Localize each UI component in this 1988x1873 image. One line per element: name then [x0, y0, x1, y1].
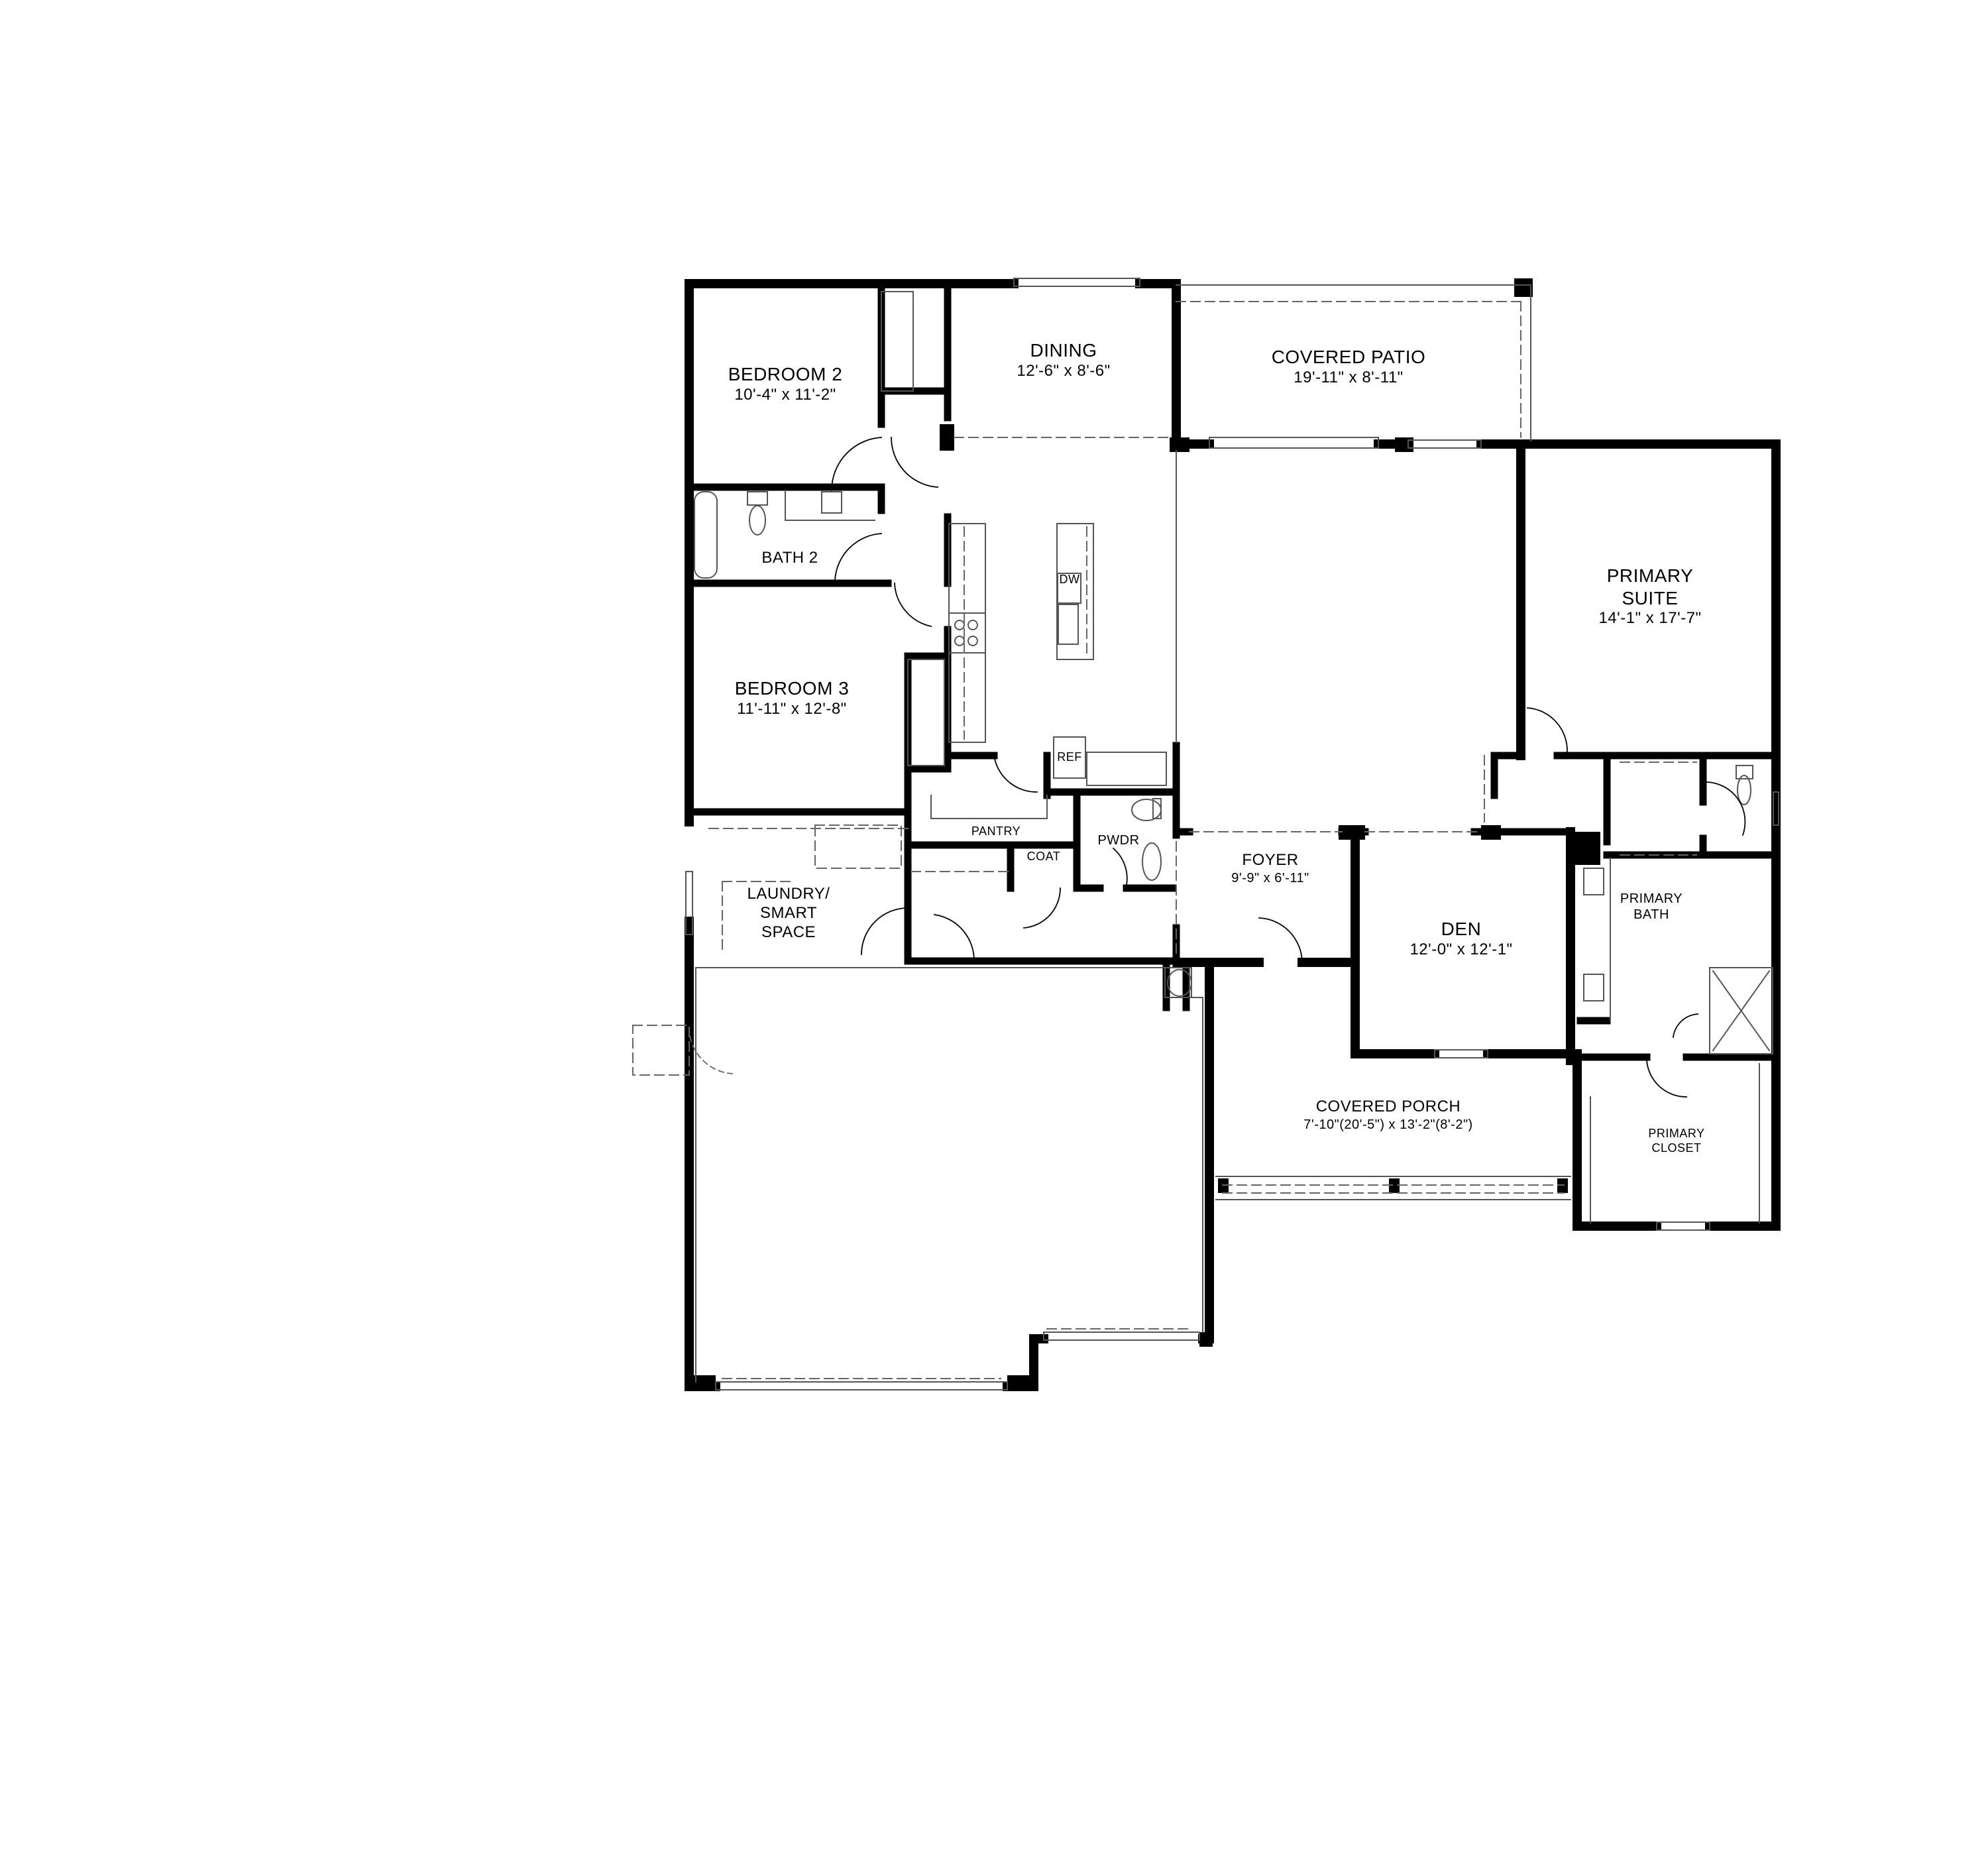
room-dims: 19'-11" x 8'-11": [1294, 368, 1404, 386]
room-name-line3: SPACE: [761, 923, 816, 941]
thin-lines: [685, 278, 1779, 1391]
room-name-line2: BATH: [1633, 907, 1669, 922]
room-dims: 10'-4" x 11'-2": [734, 385, 836, 404]
fixture-name: DW: [1059, 573, 1080, 586]
room-name-line1: PRIMARY: [1620, 891, 1683, 906]
door-swings: [689, 437, 1746, 1098]
room-name: DEN: [1441, 919, 1482, 939]
room-name: DINING: [1030, 340, 1097, 361]
room-label-primary-suite: PRIMARY SUITE 14'-1" x 17'-7": [1598, 565, 1701, 628]
room-name-line1: LAUNDRY/: [747, 885, 830, 903]
room-label-den: DEN 12'-0" x 12'-1": [1409, 918, 1512, 959]
room-label-bedroom2: BEDROOM 2 10'-4" x 11'-2": [728, 363, 843, 404]
room-dims: 7'-10"(20'-5") x 13'-2"(8'-2"): [1303, 1117, 1473, 1132]
room-name-line2: CLOSET: [1651, 1141, 1702, 1155]
room-name-line2: SMART: [759, 903, 818, 922]
room-name: BATH 2: [761, 549, 818, 567]
dashed-lines: [632, 301, 1697, 1379]
room-label-coat: COAT: [1027, 850, 1061, 864]
room-label-foyer: FOYER 9'-9" x 6'-11": [1231, 851, 1309, 886]
fixture-name: REF: [1057, 750, 1082, 764]
room-name: BEDROOM 2: [728, 364, 843, 384]
room-label-dining: DINING 12'-6" x 8'-6": [1017, 339, 1110, 380]
room-label-bedroom3: BEDROOM 3 11'-11" x 12'-8": [735, 677, 850, 718]
room-dims: 11'-11" x 12'-8": [737, 699, 847, 718]
room-label-covered-patio: COVERED PATIO 19'-11" x 8'-11": [1272, 346, 1426, 387]
room-label-primary-closet: PRIMARY CLOSET: [1648, 1127, 1704, 1155]
room-name: COAT: [1026, 850, 1061, 863]
interior-walls: [685, 280, 1780, 1061]
room-dims: 14'-1" x 17'-7": [1598, 609, 1702, 628]
room-name-line2: SUITE: [1622, 587, 1679, 608]
room-name: COVERED PATIO: [1271, 347, 1426, 367]
room-name: BEDROOM 3: [734, 678, 850, 699]
room-label-primary-bath: PRIMARY BATH: [1620, 891, 1683, 923]
room-name: PANTRY: [971, 824, 1021, 838]
room-dims: 12'-6" x 8'-6": [1017, 361, 1111, 380]
room-dims: 9'-9" x 6'-11": [1231, 870, 1309, 885]
room-label-pwdr: PWDR: [1097, 832, 1139, 848]
room-name: FOYER: [1242, 851, 1299, 869]
room-label-covered-porch: COVERED PORCH 7'-10"(20'-5") x 13'-2"(8'…: [1303, 1098, 1472, 1133]
room-label-pantry: PANTRY: [971, 824, 1021, 839]
room-label-laundry: LAUNDRY/ SMART SPACE: [747, 885, 830, 942]
room-name: COVERED PORCH: [1315, 1098, 1461, 1115]
columns: [689, 278, 1600, 1389]
room-label-bath2: BATH 2: [761, 549, 818, 568]
refrigerator-label: REF: [1057, 750, 1082, 765]
room-name-line1: PRIMARY: [1606, 565, 1694, 586]
room-dims: 12'-0" x 12'-1": [1409, 940, 1513, 958]
room-name: PWDR: [1097, 833, 1140, 848]
dishwasher-label: DW: [1060, 573, 1080, 587]
room-name-line1: PRIMARY: [1648, 1127, 1705, 1140]
